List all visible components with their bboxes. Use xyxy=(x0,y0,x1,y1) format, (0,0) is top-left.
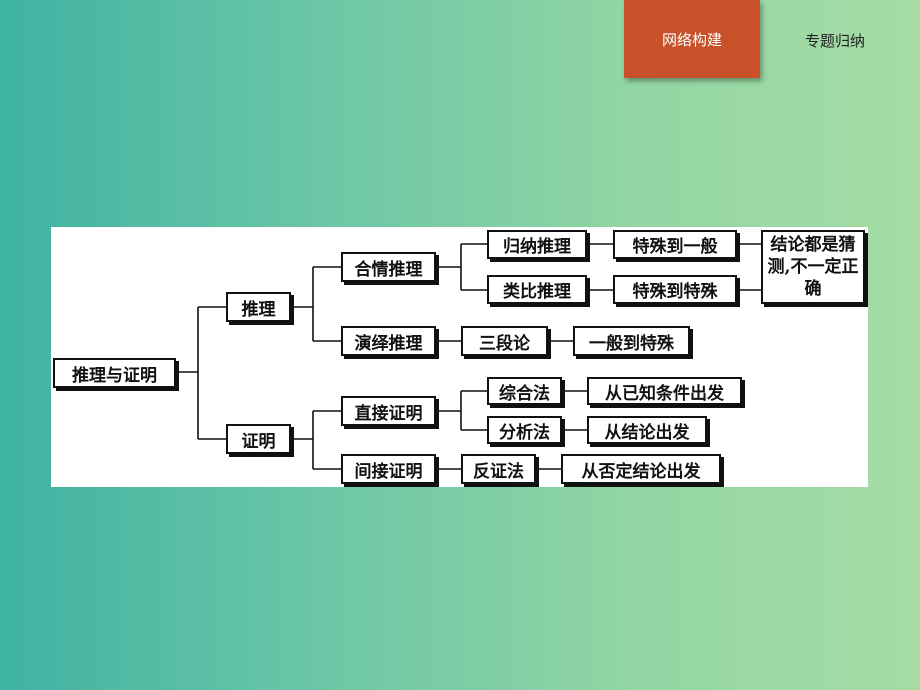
tab-network-build[interactable]: 网络构建 xyxy=(624,0,760,78)
node-plausible-reasoning: 合情推理 xyxy=(341,252,436,282)
node-contradiction-method: 反证法 xyxy=(461,454,536,484)
node-contradiction-result: 从否定结论出发 xyxy=(561,454,721,484)
node-proof: 证明 xyxy=(226,424,291,454)
connector-lines xyxy=(176,243,761,470)
node-indirect-proof: 间接证明 xyxy=(341,454,436,484)
node-deductive-reasoning: 演绎推理 xyxy=(341,326,436,356)
node-synthesis-result: 从已知条件出发 xyxy=(587,377,742,405)
node-root: 推理与证明 xyxy=(53,358,176,388)
node-deductive-result: 一般到特殊 xyxy=(573,326,690,356)
node-syllogism: 三段论 xyxy=(461,326,548,356)
node-analysis-result: 从结论出发 xyxy=(587,416,707,444)
node-induction-result: 特殊到一般 xyxy=(613,230,737,259)
node-plausible-note: 结论都是猜测,不一定正确 xyxy=(761,230,865,304)
node-reasoning: 推理 xyxy=(226,292,291,322)
node-analysis-method: 分析法 xyxy=(487,416,562,444)
tab-topic-summary[interactable]: 专题归纳 xyxy=(804,31,865,50)
concept-map-panel: 推理与证明 推理 合情推理 归纳推理 特殊到一般 类比推理 特殊到特殊 结论都是… xyxy=(51,227,868,487)
node-analogical-reasoning: 类比推理 xyxy=(487,275,587,304)
node-analogy-result: 特殊到特殊 xyxy=(613,275,737,304)
node-direct-proof: 直接证明 xyxy=(341,396,436,426)
node-inductive-reasoning: 归纳推理 xyxy=(487,230,587,259)
node-synthesis-method: 综合法 xyxy=(487,377,562,405)
